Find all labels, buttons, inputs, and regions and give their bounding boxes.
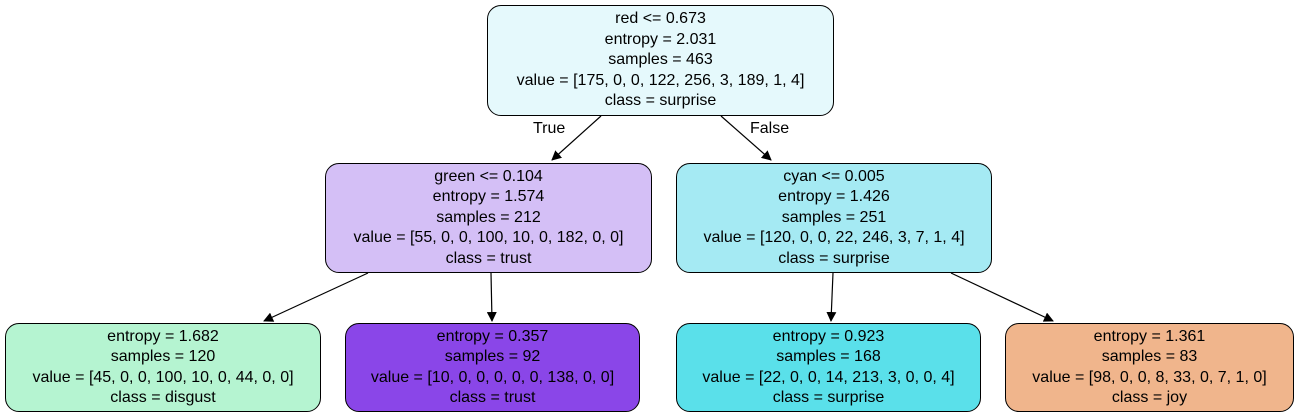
node-split: red <= 0.673 <box>615 10 706 28</box>
node-value: value = [45, 0, 0, 100, 10, 0, 44, 0, 0] <box>32 368 294 386</box>
node-class: class = trust <box>445 249 532 267</box>
node-entropy: entropy = 0.357 <box>436 327 549 345</box>
node-samples: samples = 463 <box>608 51 713 69</box>
edge-right-rl <box>826 272 837 322</box>
edge-left-lr <box>486 272 497 322</box>
node-samples: samples = 83 <box>1101 348 1198 365</box>
node-value: value = [10, 0, 0, 0, 0, 0, 138, 0, 0] <box>370 368 615 386</box>
node-root: red <= 0.673 entropy = 2.031 samples = 4… <box>487 5 834 116</box>
node-entropy: entropy = 0.923 <box>772 327 885 345</box>
node-right: cyan <= 0.005 entropy = 1.426 samples = … <box>676 163 992 273</box>
node-entropy: entropy = 1.361 <box>1093 327 1206 345</box>
node-leaf-surprise: entropy = 0.923 samples = 168 value = [2… <box>676 323 981 412</box>
node-value: value = [98, 0, 0, 8, 33, 0, 7, 1, 0] <box>1032 368 1267 386</box>
node-class: class = trust <box>449 389 536 406</box>
node-samples: samples = 92 <box>444 348 541 365</box>
node-split: cyan <= 0.005 <box>783 167 885 185</box>
edge-root-right <box>720 115 772 161</box>
edge-label-true: True <box>533 120 566 137</box>
node-entropy: entropy = 2.031 <box>604 30 717 48</box>
node-entropy: entropy = 1.426 <box>778 188 890 206</box>
node-samples: samples = 168 <box>776 348 881 365</box>
node-left: green <= 0.104 entropy = 1.574 samples =… <box>325 163 652 273</box>
node-split: green <= 0.104 <box>434 167 543 185</box>
node-samples: samples = 212 <box>436 208 541 226</box>
node-entropy: entropy = 1.682 <box>107 327 219 345</box>
edge-root-left <box>551 115 602 161</box>
node-class: class = surprise <box>604 92 717 110</box>
node-class: class = surprise <box>778 249 890 267</box>
node-class: class = disgust <box>110 389 216 406</box>
node-class: class = surprise <box>772 389 885 406</box>
node-leaf-disgust: entropy = 1.682 samples = 120 value = [4… <box>5 323 321 412</box>
node-value: value = [175, 0, 0, 122, 256, 3, 189, 1,… <box>516 71 805 89</box>
edge-right-rr <box>950 272 1054 322</box>
edge-label-false: False <box>750 120 790 137</box>
node-entropy: entropy = 1.574 <box>432 188 545 206</box>
node-value: value = [55, 0, 0, 100, 10, 0, 182, 0, 0… <box>353 229 624 247</box>
edge-left-ll <box>263 272 369 322</box>
node-leaf-trust: entropy = 0.357 samples = 92 value = [10… <box>345 323 640 412</box>
node-samples: samples = 120 <box>110 348 216 365</box>
node-value: value = [120, 0, 0, 22, 246, 3, 7, 1, 4] <box>703 229 965 247</box>
node-leaf-joy: entropy = 1.361 samples = 83 value = [98… <box>1005 323 1294 412</box>
node-class: class = joy <box>1111 389 1188 406</box>
node-samples: samples = 251 <box>781 208 887 226</box>
node-value: value = [22, 0, 0, 14, 213, 3, 0, 0, 4] <box>702 368 955 386</box>
